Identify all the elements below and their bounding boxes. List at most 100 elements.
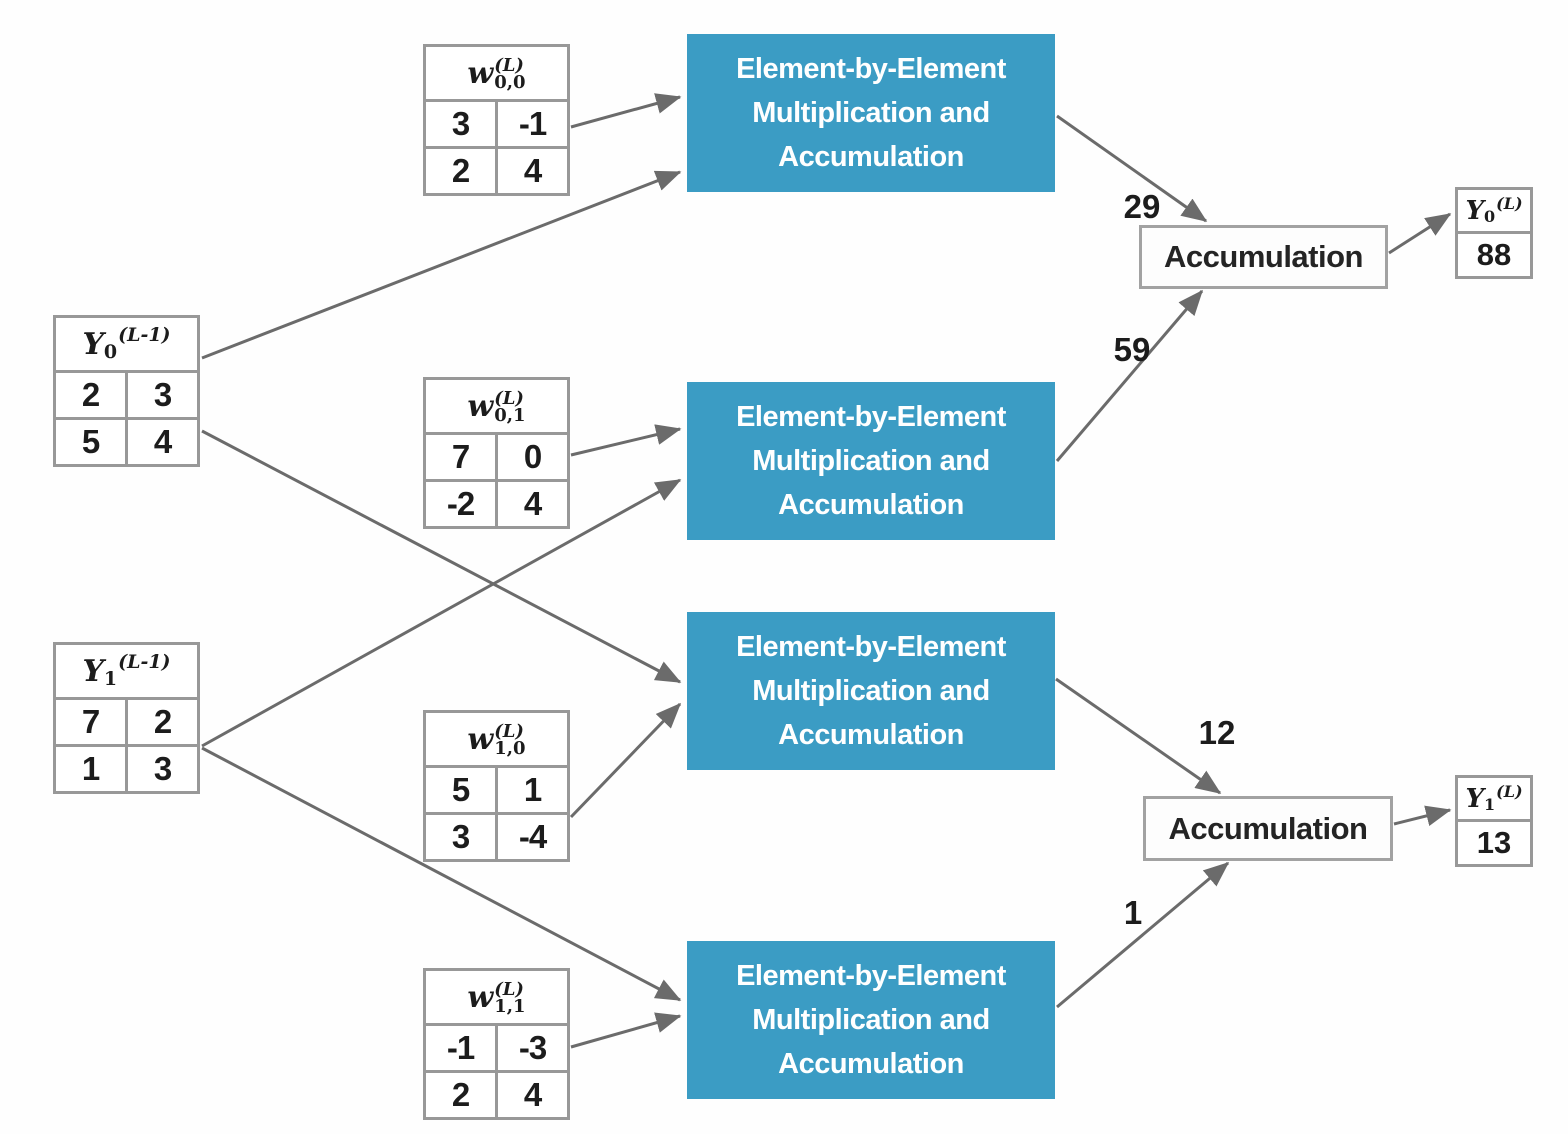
matrix-cell: 4 — [125, 420, 197, 464]
matrix-label-w00: w(L)0,0 — [426, 47, 567, 102]
matrix-superscript: (L) — [494, 721, 524, 742]
weight-matrix-w00: w(L)0,0 3 -1 2 4 — [423, 44, 570, 196]
arrow-w11-to-mul4 — [570, 1012, 682, 1049]
weight-matrix-w11: w(L)1,1 -1 -3 2 4 — [423, 968, 570, 1120]
mul-block-label-line: Element-by-Element — [736, 53, 1006, 85]
matrix-row: 5 1 — [426, 768, 567, 812]
arrow-acc1-to-out0 — [1388, 212, 1452, 255]
matrix-superscript: (L-1) — [118, 324, 171, 346]
matrix-cell: -4 — [495, 815, 567, 859]
mul-block-label-line: Element-by-Element — [736, 631, 1006, 663]
weight-matrix-w10: w(L)1,0 5 1 3 -4 — [423, 710, 570, 862]
matrix-letter: w — [467, 55, 494, 91]
mul-block-label-line: Accumulation — [778, 719, 964, 751]
matrix-cell: 1 — [81, 750, 100, 787]
matrix-superscript: (L-1) — [118, 651, 171, 673]
output-value: 13 — [1476, 825, 1512, 860]
matrix-row: 3 -1 — [426, 102, 567, 146]
matrix-superscript: (L) — [1496, 194, 1523, 213]
matrix-subscript: 1 — [1484, 795, 1496, 814]
matrix-label-w01: w(L)0,1 — [426, 380, 567, 435]
matrix-letter: w — [467, 979, 494, 1015]
matrix-subscript: 1,0 — [494, 738, 526, 759]
mul-block-label-line: Multiplication and — [752, 675, 990, 707]
mul-block-label-line: Multiplication and — [752, 97, 990, 129]
matrix-cell: 2 — [125, 700, 197, 744]
weight-matrix-w01: w(L)0,1 7 0 -2 4 — [423, 377, 570, 529]
matrix-cell: 4 — [495, 149, 567, 193]
matrix-script-stack: (L)0,0 — [494, 57, 526, 93]
matrix-subscript: 0,1 — [494, 405, 526, 426]
partial-sum-label-29: 29 — [1123, 188, 1161, 225]
mul-block-label-line: Accumulation — [778, 489, 964, 521]
accumulation-label: Accumulation — [1164, 239, 1363, 274]
matrix-row: 2 4 — [426, 146, 567, 193]
matrix-row: -2 4 — [426, 479, 567, 526]
matrix-row: 3 -4 — [426, 812, 567, 859]
matrix-cell: 2 — [451, 152, 470, 189]
matrix-row: 7 2 — [56, 700, 197, 744]
arrow-y0-to-mul1 — [201, 170, 682, 360]
mul-block-label-line: Element-by-Element — [736, 960, 1006, 992]
matrix-row: 2 4 — [426, 1070, 567, 1117]
matrix-superscript: (L) — [494, 388, 524, 409]
matrix-cell: 7 — [81, 703, 100, 740]
mul-block-label-line: Multiplication and — [752, 1004, 990, 1036]
matrix-cell: 4 — [495, 1073, 567, 1117]
partial-sum-label-59: 59 — [1113, 331, 1151, 368]
matrix-row: -1 -3 — [426, 1026, 567, 1070]
mul-accumulate-block-2: Element-by-Element Multiplication and Ac… — [687, 382, 1055, 540]
matrix-label-w10: w(L)1,0 — [426, 713, 567, 768]
matrix-cell: -3 — [495, 1026, 567, 1070]
output-value: 88 — [1476, 237, 1512, 272]
matrix-cell: 0 — [495, 435, 567, 479]
matrix-cell: 3 — [451, 818, 470, 855]
partial-sum-label-12: 12 — [1198, 714, 1236, 751]
mul-block-label-line: Element-by-Element — [736, 401, 1006, 433]
matrix-subscript: 1,1 — [494, 996, 526, 1017]
matrix-row: 2 3 — [56, 373, 197, 417]
matrix-cell: 5 — [451, 771, 470, 808]
accumulation-box-1: Accumulation — [1139, 225, 1388, 289]
mul-accumulate-block-1: Element-by-Element Multiplication and Ac… — [687, 34, 1055, 192]
mul-block-label-line: Accumulation — [778, 141, 964, 173]
matrix-superscript: (L) — [494, 979, 524, 1000]
matrix-letter: w — [467, 388, 494, 424]
mul-accumulate-block-3: Element-by-Element Multiplication and Ac… — [687, 612, 1055, 770]
matrix-cell: 3 — [125, 747, 197, 791]
matrix-row: 5 4 — [56, 417, 197, 464]
matrix-letter: Y — [82, 326, 104, 362]
matrix-cell: -1 — [495, 102, 567, 146]
matrix-subscript: 1 — [103, 668, 118, 690]
matrix-script-stack: (L)0,1 — [494, 388, 526, 426]
matrix-cell: -2 — [446, 485, 475, 522]
mul-accumulate-block-4: Element-by-Element Multiplication and Ac… — [687, 941, 1055, 1099]
matrix-cell: -1 — [446, 1029, 475, 1066]
mul-block-label-line: Accumulation — [778, 1048, 964, 1080]
matrix-subscript: 0,0 — [494, 72, 526, 93]
matrix-subscript: 0 — [103, 341, 118, 363]
partial-sum-label-1: 1 — [1123, 894, 1143, 931]
matrix-script-stack: (L)1,1 — [494, 979, 526, 1017]
arrow-w10-to-mul3 — [569, 702, 682, 819]
matrix-cell: 7 — [451, 438, 470, 475]
accumulation-box-2: Accumulation — [1143, 796, 1393, 861]
matrix-letter: w — [467, 721, 494, 757]
matrix-cell: 4 — [495, 482, 567, 526]
matrix-superscript: (L) — [1496, 782, 1523, 801]
matrix-cell: 1 — [495, 768, 567, 812]
matrix-cell: 3 — [125, 373, 197, 417]
matrix-script-stack: (L)1,0 — [494, 721, 526, 759]
mul-block-label-line: Multiplication and — [752, 445, 990, 477]
matrix-cell: 2 — [451, 1076, 470, 1113]
arrow-mul3-to-acc2 — [1055, 677, 1222, 795]
